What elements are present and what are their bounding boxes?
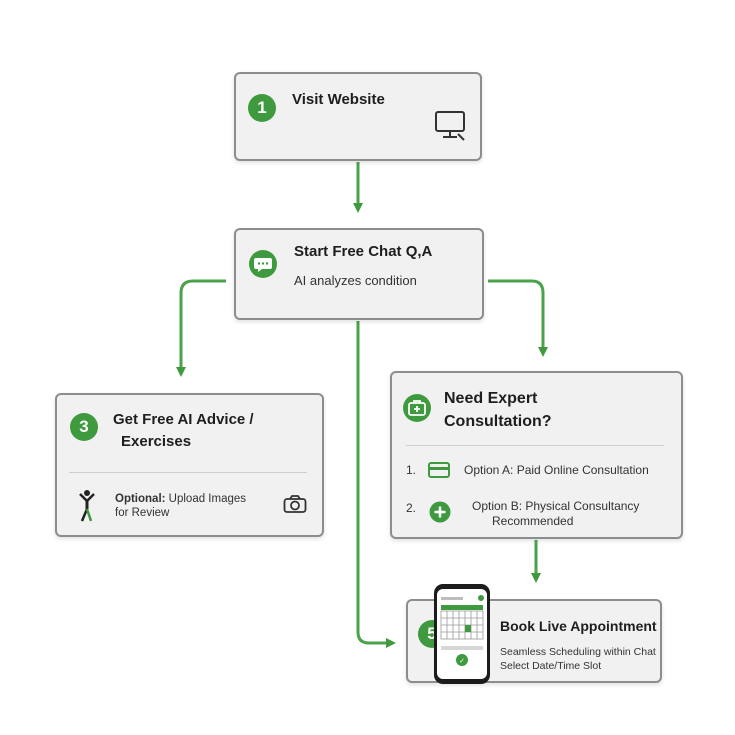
plus-circle-icon — [429, 501, 451, 528]
credit-card-icon — [428, 462, 450, 483]
step-4-divider — [406, 445, 664, 446]
arrow-2-to-5 — [356, 321, 396, 648]
step-3-box: 3 Get Free AI Advice / Exercises Optiona… — [55, 393, 324, 537]
step-5-title: Book Live Appointment — [500, 618, 657, 634]
step-4-title-line2: Consultation? — [444, 413, 552, 430]
svg-text:✓: ✓ — [459, 658, 465, 665]
option-a-index: 1. — [406, 463, 417, 477]
exercise-figure-icon — [77, 489, 97, 528]
step-2-subtitle: AI analyzes condition — [294, 273, 417, 288]
step-5-line1: Seamless Scheduling within Chat — [500, 646, 656, 658]
step-1-box: 1 Visit Website — [234, 72, 482, 161]
option-b-index: 2. — [406, 501, 417, 515]
optional-text-2: for Review — [115, 507, 170, 519]
step-2-box: Start Free Chat Q,A AI analyzes conditio… — [234, 228, 484, 320]
option-b-label-line2: Recommended — [492, 514, 574, 528]
step-3-number: 3 — [70, 413, 98, 441]
step-4-box: Need Expert Consultation? 1. Option A: P… — [390, 371, 683, 539]
step-3-optional: Optional: Upload Images for Review — [115, 492, 246, 520]
phone-calendar-icon: ✓ — [433, 583, 491, 690]
medical-kit-icon — [402, 393, 432, 428]
optional-label: Optional: — [115, 493, 166, 505]
arrow-2-to-3 — [176, 279, 226, 377]
camera-icon — [283, 494, 307, 519]
optional-text: Upload Images — [165, 493, 247, 505]
step-1-number: 1 — [248, 94, 276, 122]
monitor-icon — [434, 110, 470, 147]
option-a-label: Option A: Paid Online Consultation — [464, 463, 649, 477]
step-5-line2: Select Date/Time Slot — [500, 660, 602, 672]
chat-bubble-icon — [248, 249, 278, 284]
step-3-divider — [69, 472, 307, 473]
step-1-title: Visit Website — [292, 91, 385, 108]
arrow-2-to-4 — [488, 279, 548, 357]
step-3-title-line1: Get Free AI Advice / — [113, 411, 254, 428]
step-2-title: Start Free Chat Q,A — [294, 243, 433, 260]
step-4-title-line1: Need Expert — [444, 390, 538, 407]
step-3-title-line2: Exercises — [121, 433, 192, 450]
option-b-label-line1: Option B: Physical Consultancy — [472, 499, 640, 513]
